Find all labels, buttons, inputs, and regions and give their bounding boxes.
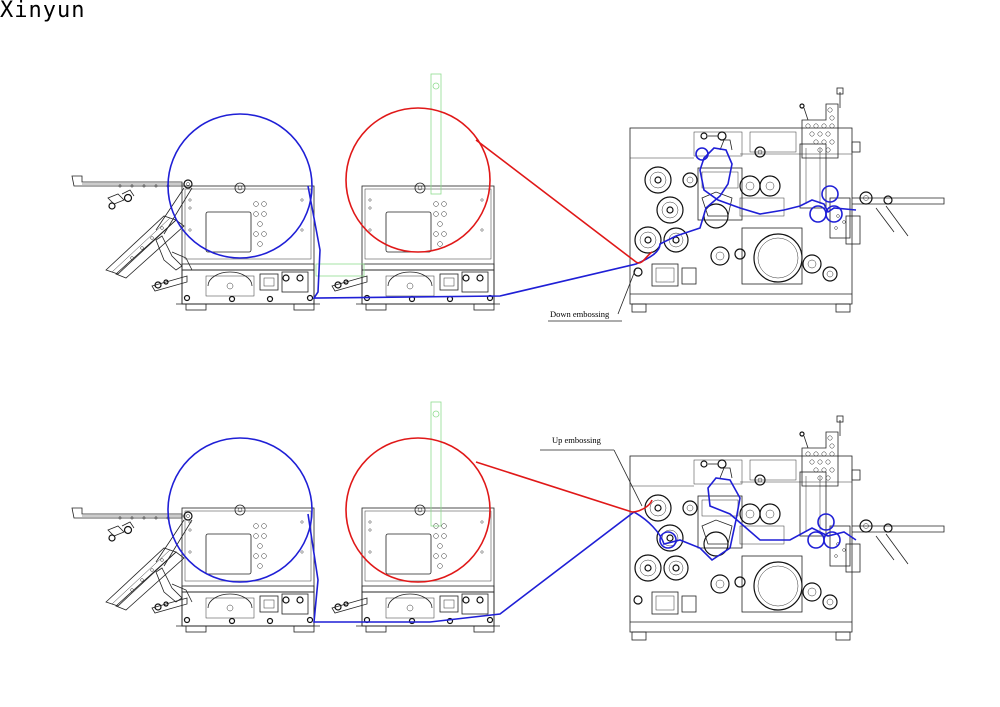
- unwind-stand-1: [151, 504, 321, 633]
- down-embossing-diagram: Down embossing: [71, 73, 945, 322]
- web-path-blue: [307, 477, 857, 623]
- feed-table: [71, 175, 193, 279]
- reel-guide-post: [430, 73, 442, 195]
- web-path-red: [475, 139, 653, 264]
- reel-guide-post: [430, 401, 442, 527]
- up-embossing-label: Up embossing: [552, 435, 602, 445]
- web-path-blue: [307, 147, 857, 299]
- parent-reel-red: [345, 107, 491, 253]
- up-embossing-diagram: Up embossing: [71, 401, 945, 641]
- feed-table: [71, 507, 193, 611]
- embossing-machine: [629, 415, 945, 641]
- parent-reel-red: [345, 437, 491, 583]
- unwind-stand-2: [331, 182, 501, 311]
- down-embossing-label: Down embossing: [550, 309, 610, 319]
- brand-logo-text: Xinyun: [0, 0, 86, 23]
- embossing-machine: [629, 87, 945, 313]
- unwind-stand-1: [151, 182, 321, 311]
- unwind-stand-2: [331, 504, 501, 633]
- web-path-red: [475, 461, 653, 513]
- parent-reel-blue: [167, 113, 313, 259]
- parent-reel-blue: [167, 437, 313, 583]
